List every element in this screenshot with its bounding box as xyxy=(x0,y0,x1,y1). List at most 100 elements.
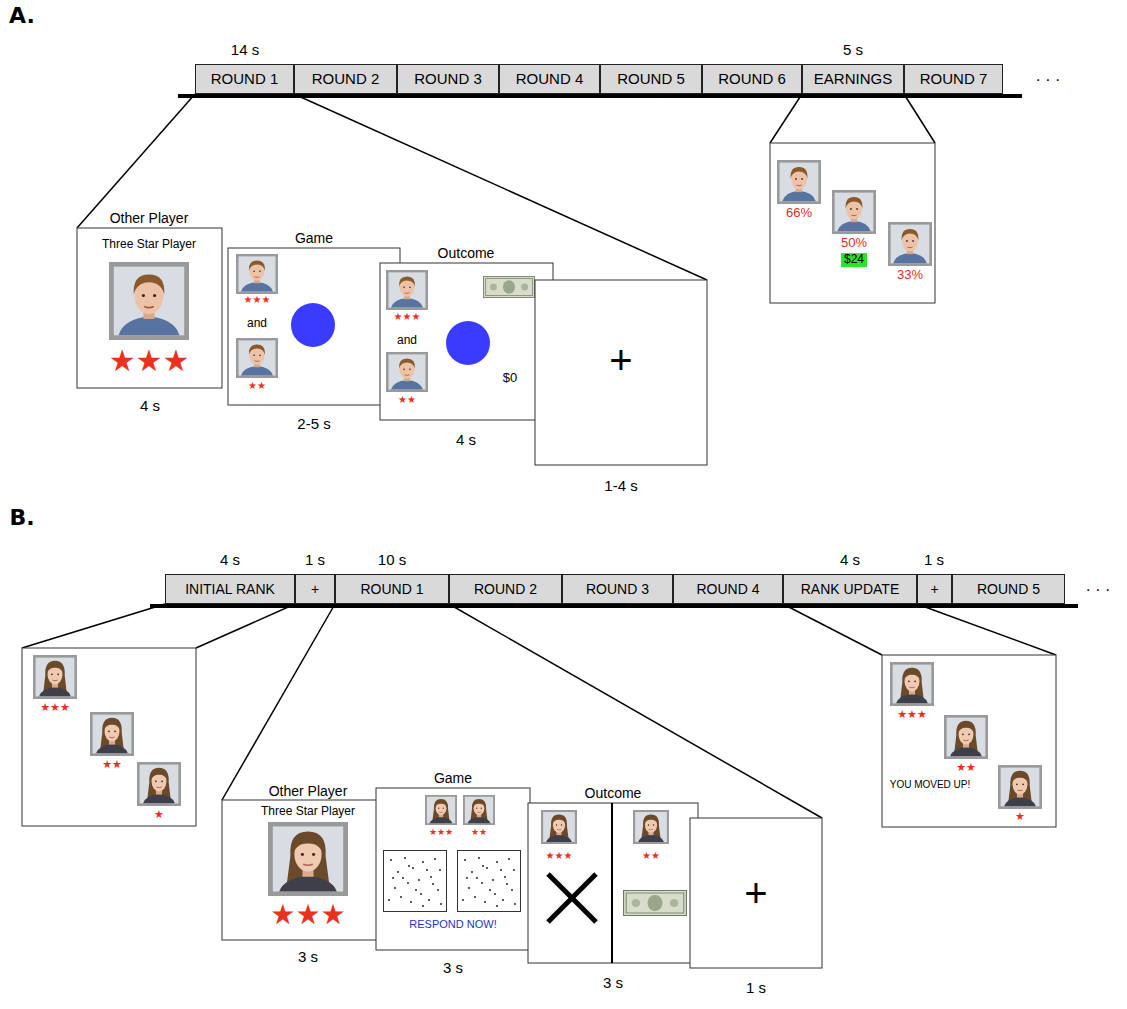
screen-text: 66% xyxy=(786,206,812,221)
star-rating: ★★★ xyxy=(429,827,453,837)
segment-label: RANK UPDATE xyxy=(801,581,900,597)
other-player-screen-art xyxy=(77,228,222,388)
timeline-segment: ROUND 3 xyxy=(397,64,499,94)
duration-label: 1 s xyxy=(746,979,766,996)
segment-label: ROUND 5 xyxy=(977,581,1040,597)
segment-label: ROUND 3 xyxy=(586,581,649,597)
screen-text: Three Star Player xyxy=(261,805,355,819)
star-rating: ★★ xyxy=(398,394,416,406)
segment-label: ROUND 7 xyxy=(920,70,988,87)
star-rating: ★★ xyxy=(248,380,266,392)
earnings-screen-art xyxy=(770,143,935,303)
other-player-screen: Other PlayerThree Star Player★★★ xyxy=(77,228,222,388)
zoom-line xyxy=(222,604,335,800)
duration-label: 1 s xyxy=(305,551,325,568)
screen-text: $24 xyxy=(841,253,867,267)
timeline-segment: RANK UPDATE xyxy=(783,574,917,604)
other-player-screen: Other PlayerThree Star Player★★★ xyxy=(222,800,395,940)
segment-label: + xyxy=(930,581,938,597)
timeline-segment: ROUND 3 xyxy=(562,574,673,604)
segment-label: INITIAL RANK xyxy=(185,581,275,597)
duration-label: 1-4 s xyxy=(604,477,637,494)
duration-label: 4 s xyxy=(456,431,476,448)
star-rating: ★★ xyxy=(471,827,487,837)
screen-text: and xyxy=(397,334,417,348)
timeline-segment: ROUND 4 xyxy=(499,64,600,94)
timeline-segment: + xyxy=(295,574,335,604)
fixation-screen-art xyxy=(690,818,822,968)
timeline-segment: ROUND 2 xyxy=(449,574,562,604)
timeline-bar xyxy=(150,604,1078,608)
star-rating: ★★★ xyxy=(270,899,345,931)
earnings-screen: 66%50%$2433% xyxy=(770,143,935,303)
outcome-screen: Outcome★★★★★ xyxy=(528,803,698,963)
zoom-line xyxy=(196,604,295,648)
segment-label: ROUND 1 xyxy=(360,581,423,597)
screen-text: YOU MOVED UP! xyxy=(890,779,971,791)
zoom-line xyxy=(770,94,802,143)
duration-label: 4 s xyxy=(220,551,240,568)
segment-label: ROUND 1 xyxy=(211,70,279,87)
outcome-screen-art xyxy=(380,263,553,420)
screen-text: 33% xyxy=(897,268,923,283)
star-rating: ★★ xyxy=(642,850,660,862)
zoom-line xyxy=(904,94,935,143)
star-rating: ★★★ xyxy=(897,708,927,721)
duration-label: 2-5 s xyxy=(297,415,330,432)
fixation-screen: + xyxy=(690,818,822,968)
screen-text: + xyxy=(744,870,767,916)
rank-update-screen: ★★★★★YOU MOVED UP!★ xyxy=(882,655,1056,827)
segment-label: EARNINGS xyxy=(814,70,892,87)
screen-text: Other Player xyxy=(269,783,348,799)
segment-label: ROUND 5 xyxy=(617,70,685,87)
timeline-segment: + xyxy=(917,574,952,604)
star-rating: ★★★ xyxy=(40,701,70,714)
duration-label: 14 s xyxy=(231,41,259,58)
timeline-segment: ROUND 5 xyxy=(600,64,702,94)
star-rating: ★★★ xyxy=(244,294,271,306)
fixation-screen-art xyxy=(535,280,707,465)
zoom-line xyxy=(22,604,165,648)
other-player-screen-art xyxy=(222,800,395,940)
timeline-segment: ROUND 4 xyxy=(673,574,783,604)
zoom-line xyxy=(917,604,1056,655)
duration-label: · · · xyxy=(1086,581,1111,599)
segment-label: ROUND 3 xyxy=(414,70,482,87)
screen-text: Outcome xyxy=(585,785,642,801)
screen-text: Three Star Player xyxy=(102,238,196,252)
game-screen-art xyxy=(376,788,530,950)
timeline-bar xyxy=(178,94,1022,98)
fixation-screen: + xyxy=(535,280,707,465)
screen-text: and xyxy=(247,317,267,331)
screen-text: + xyxy=(609,337,632,383)
duration-label: 3 s xyxy=(298,948,318,965)
game-screen: Game★★★★★RESPOND NOW! xyxy=(376,788,530,950)
duration-label: 4 s xyxy=(140,397,160,414)
screen-text: $0 xyxy=(503,371,517,386)
duration-label: 1 s xyxy=(924,551,944,568)
game-screen: Game★★★and★★ xyxy=(228,248,400,405)
segment-label: ROUND 2 xyxy=(474,581,537,597)
panel-letter: A. xyxy=(9,3,35,28)
segment-label: ROUND 2 xyxy=(312,70,380,87)
timeline-segment: ROUND 2 xyxy=(294,64,397,94)
outcome-screen: Outcome★★★and★★$0 xyxy=(380,263,553,420)
rank-screen: ★★★★★★ xyxy=(22,648,196,826)
outcome-screen-art xyxy=(528,803,698,963)
duration-label: · · · xyxy=(1036,71,1061,89)
star-rating: ★★ xyxy=(956,761,976,774)
screen-text: Game xyxy=(295,230,333,246)
duration-label: 3 s xyxy=(443,959,463,976)
zoom-line xyxy=(783,604,882,655)
star-rating: ★★★ xyxy=(546,850,573,862)
zoom-line xyxy=(77,94,195,228)
duration-label: 4 s xyxy=(840,551,860,568)
screen-text: RESPOND NOW! xyxy=(409,918,496,931)
panel-letter: B. xyxy=(9,505,34,530)
game-screen-art xyxy=(228,248,400,405)
duration-label: 10 s xyxy=(378,551,406,568)
star-rating: ★★★ xyxy=(109,344,190,379)
timeline-segment: ROUND 6 xyxy=(702,64,802,94)
